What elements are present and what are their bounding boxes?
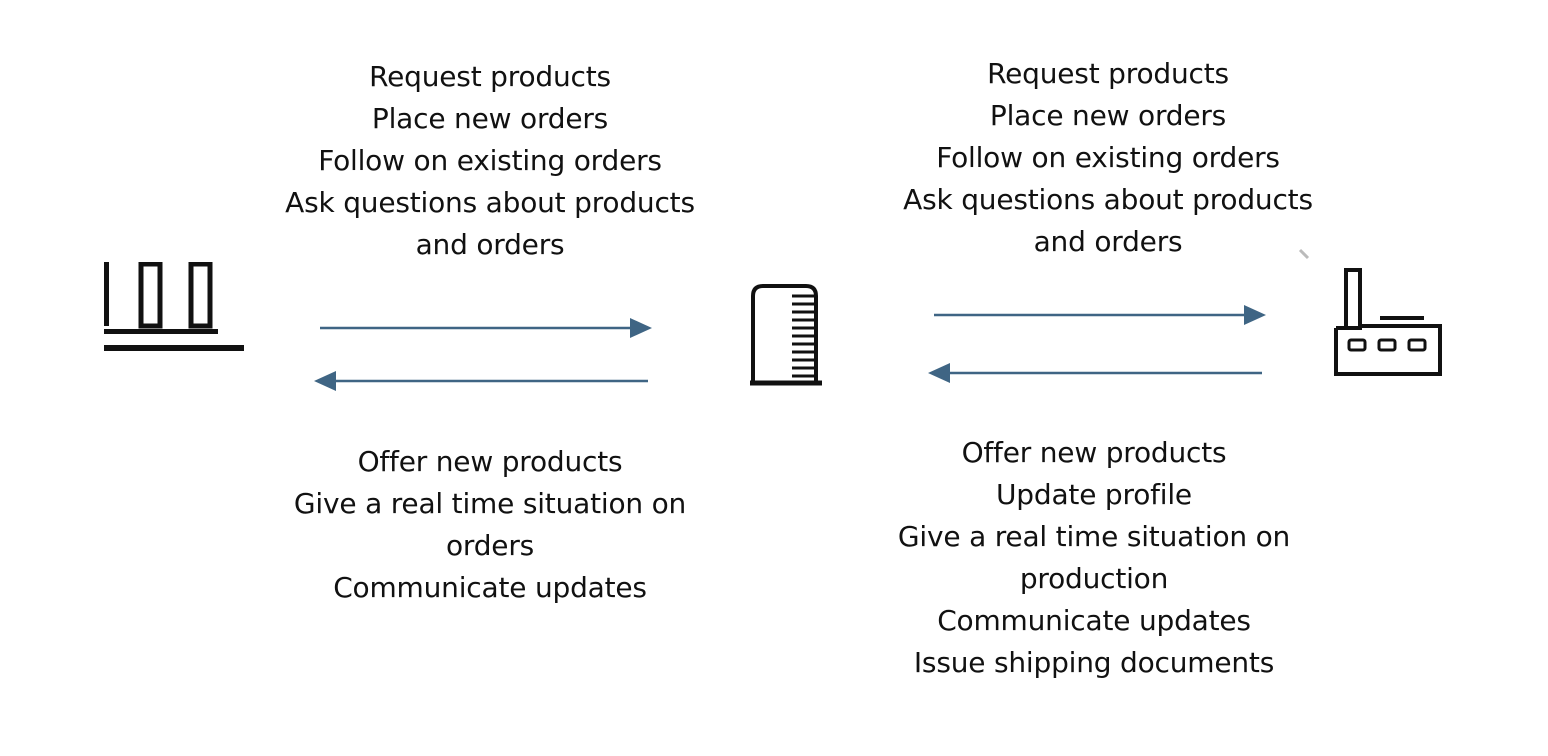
message-line: Update profile (996, 478, 1192, 511)
right-forward-messages: Request products Place new orders Follow… (878, 53, 1338, 263)
message-line: Place new orders (371, 102, 609, 135)
left-backward-messages: Offer new products Give a real time situ… (260, 441, 720, 609)
left-backward-arrow (314, 371, 648, 391)
message-line: and orders (1033, 225, 1183, 258)
right-forward-arrow (934, 305, 1266, 325)
message-line: Communicate updates (333, 571, 647, 604)
store-icon (104, 262, 244, 351)
message-line: Follow on existing orders (936, 141, 1280, 174)
message-line: Ask questions about products (903, 183, 1313, 216)
message-line: and orders (415, 228, 565, 261)
message-line: production (1019, 562, 1169, 595)
message-line: Communicate updates (937, 604, 1251, 637)
right-backward-arrow (928, 363, 1262, 383)
message-line: Give a real time situation on (293, 487, 687, 520)
message-line: Offer new products (357, 445, 623, 478)
factory-icon (1298, 248, 1442, 376)
message-line: Offer new products (961, 436, 1227, 469)
right-backward-messages: Offer new products Update profile Give a… (864, 432, 1324, 684)
office-tower-icon (750, 284, 822, 386)
message-line: Request products (369, 60, 611, 93)
left-forward-arrow (320, 318, 652, 338)
message-line: Place new orders (989, 99, 1227, 132)
message-line: Ask questions about products (285, 186, 695, 219)
message-line: Request products (987, 57, 1229, 90)
message-line: Issue shipping documents (913, 646, 1275, 679)
message-line: Give a real time situation on (897, 520, 1291, 553)
message-line: orders (445, 529, 535, 562)
left-forward-messages: Request products Place new orders Follow… (260, 56, 720, 266)
message-line: Follow on existing orders (318, 144, 662, 177)
